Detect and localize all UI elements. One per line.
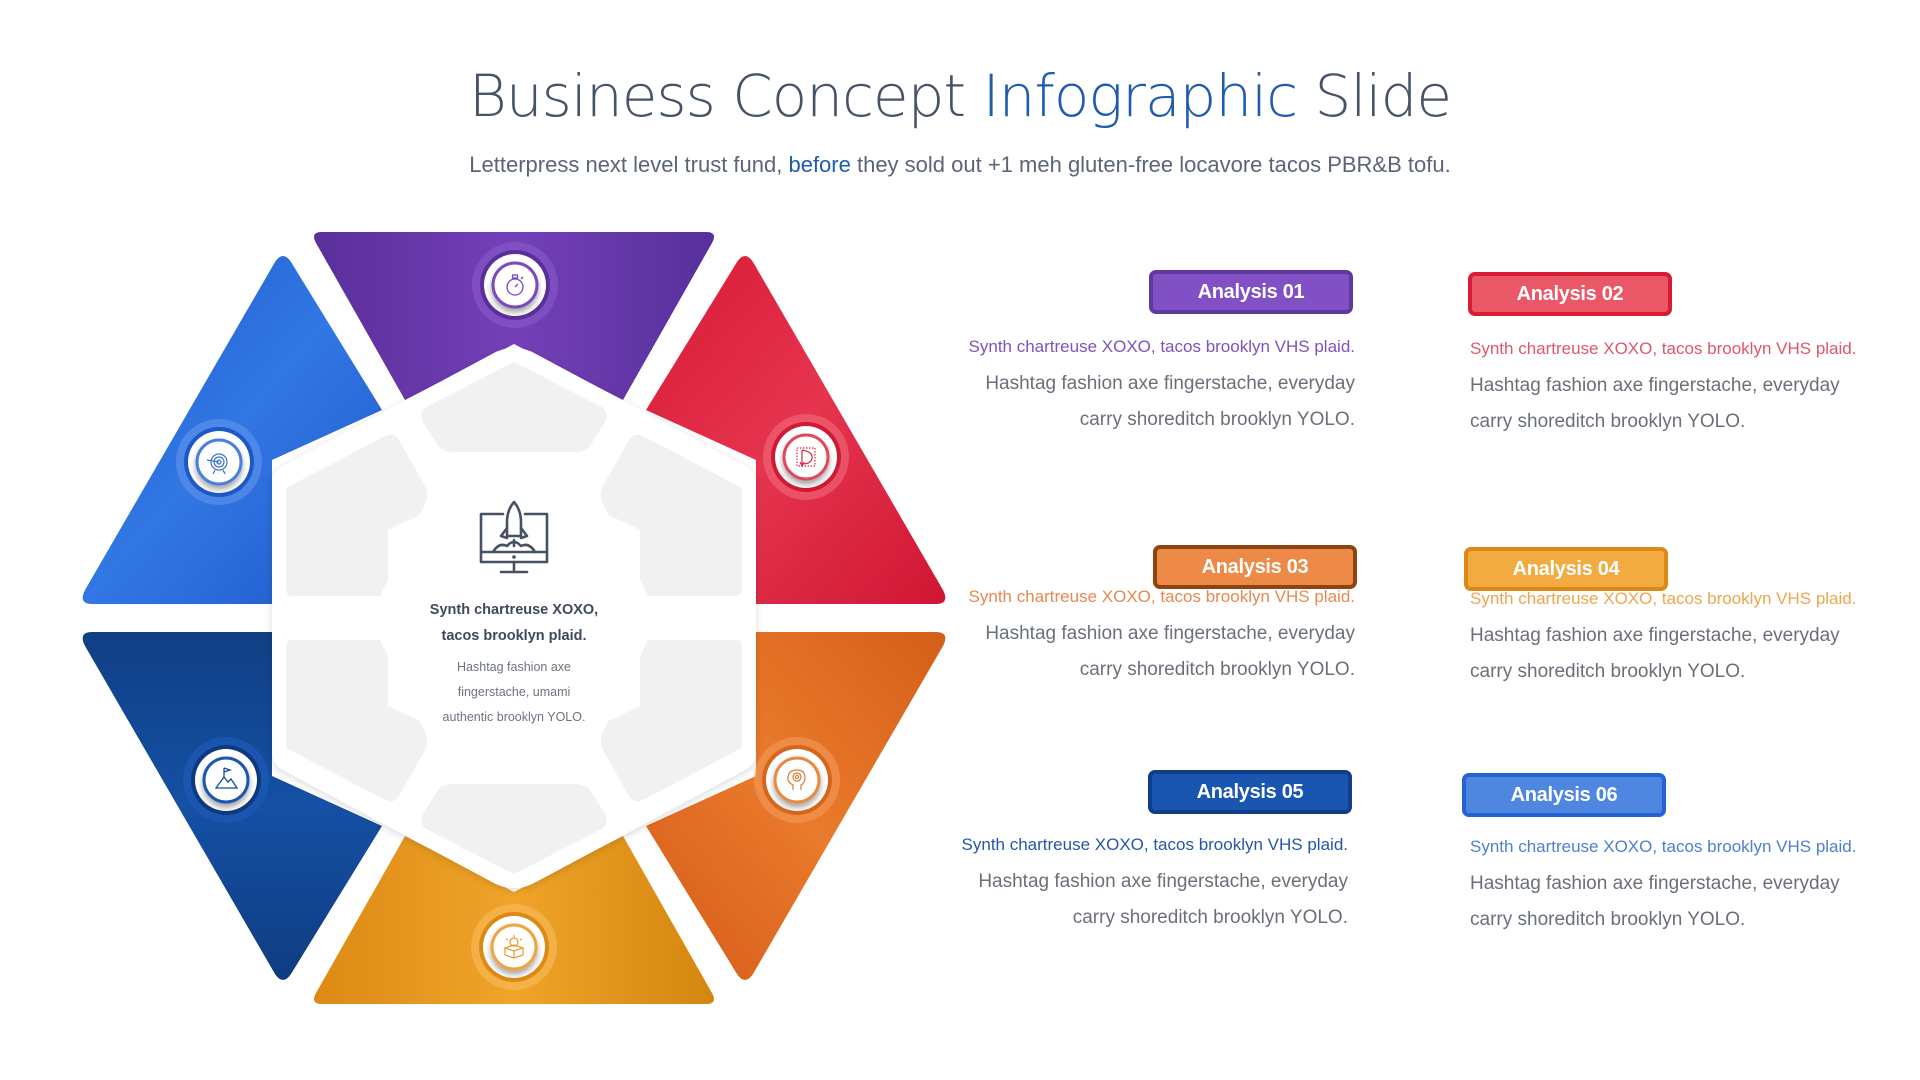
stopwatch-icon [506, 274, 524, 296]
title-text-end: Slide [1297, 62, 1453, 130]
analysis-06-lead: Synth chartreuse XOXO, tacos brooklyn VH… [1470, 837, 1857, 856]
hexagon-diagram [82, 232, 946, 1004]
center-body-line: Hashtag fashion axe [457, 660, 571, 674]
analysis-02-lead: Synth chartreuse XOXO, tacos brooklyn VH… [1470, 339, 1857, 358]
subtitle-accent: before [788, 152, 851, 177]
analysis-06-text: Synth chartreuse XOXO, tacos brooklyn VH… [1470, 836, 1890, 938]
body-line: carry shoreditch brooklyn YOLO. [1072, 907, 1348, 928]
analysis-06-badge: Analysis 06 [1462, 773, 1666, 817]
analysis-02-body: Hashtag fashion axe fingerstache, everyd… [1470, 368, 1890, 440]
body-line: carry shoreditch brooklyn YOLO. [1470, 411, 1746, 432]
icon-circle-upper-right[interactable] [763, 414, 849, 500]
design-pen-icon [796, 447, 816, 468]
analysis-03-lead: Synth chartreuse XOXO, tacos brooklyn VH… [968, 587, 1355, 606]
analysis-02-badge: Analysis 02 [1468, 272, 1672, 316]
center-heading: Synth chartreuse XOXO, tacos brooklyn pl… [414, 597, 614, 649]
analysis-04-badge: Analysis 04 [1464, 547, 1668, 591]
inner-panel-top [421, 362, 607, 452]
analysis-03-body: Hashtag fashion axe fingerstache, everyd… [935, 616, 1355, 688]
icon-circle-upper-left[interactable] [176, 419, 262, 505]
body-line: carry shoreditch brooklyn YOLO. [1079, 409, 1355, 430]
body-line: carry shoreditch brooklyn YOLO. [1470, 909, 1746, 930]
analysis-03-text: Synth chartreuse XOXO, tacos brooklyn VH… [935, 586, 1355, 688]
center-body: Hashtag fashion axe fingerstache, umami … [414, 655, 614, 730]
body-line: carry shoreditch brooklyn YOLO. [1470, 661, 1746, 682]
body-line: Hashtag fashion axe fingerstache, everyd… [978, 871, 1348, 892]
title-text: Business Concept [468, 62, 983, 130]
subtitle-text: Letterpress next level trust fund, [469, 152, 789, 177]
analysis-01-text: Synth chartreuse XOXO, tacos brooklyn VH… [935, 336, 1355, 438]
icon-circle-bottom[interactable] [471, 904, 557, 990]
analysis-05-lead: Synth chartreuse XOXO, tacos brooklyn VH… [961, 835, 1348, 854]
inner-panel-bottom [421, 784, 607, 874]
body-line: Hashtag fashion axe fingerstache, everyd… [1470, 873, 1840, 894]
slide-subtitle: Letterpress next level trust fund, befor… [0, 152, 1920, 178]
center-content: Synth chartreuse XOXO, tacos brooklyn pl… [414, 500, 614, 730]
analysis-04-body: Hashtag fashion axe fingerstache, everyd… [1470, 618, 1890, 690]
icon-circle-lower-right[interactable] [754, 737, 840, 823]
analysis-04-text: Synth chartreuse XOXO, tacos brooklyn VH… [1470, 588, 1890, 690]
target-icon [206, 453, 228, 475]
body-line: Hashtag fashion axe fingerstache, everyd… [985, 623, 1355, 644]
body-line: Hashtag fashion axe fingerstache, everyd… [985, 373, 1355, 394]
analysis-01-lead: Synth chartreuse XOXO, tacos brooklyn VH… [968, 337, 1355, 356]
analysis-01-body: Hashtag fashion axe fingerstache, everyd… [935, 366, 1355, 438]
analysis-05-badge: Analysis 05 [1148, 770, 1352, 814]
analysis-06-body: Hashtag fashion axe fingerstache, everyd… [1470, 866, 1890, 938]
inner-center-area [388, 470, 640, 766]
rocket-monitor-icon [479, 500, 549, 574]
icon-circle-lower-left[interactable] [183, 737, 269, 823]
body-line: Hashtag fashion axe fingerstache, everyd… [1470, 625, 1840, 646]
analysis-05-text: Synth chartreuse XOXO, tacos brooklyn VH… [928, 834, 1348, 936]
analysis-02-text: Synth chartreuse XOXO, tacos brooklyn VH… [1470, 338, 1890, 440]
idea-box-icon [503, 935, 525, 959]
body-line: carry shoreditch brooklyn YOLO. [1079, 659, 1355, 680]
analysis-04-lead: Synth chartreuse XOXO, tacos brooklyn VH… [1470, 589, 1857, 608]
center-heading-line: Synth chartreuse XOXO, [429, 602, 599, 618]
head-brain-icon [787, 769, 806, 790]
icon-circle-top[interactable] [472, 242, 558, 328]
center-heading-line: tacos brooklyn plaid. [441, 628, 587, 644]
center-body-line: authentic brooklyn YOLO. [442, 710, 586, 724]
analysis-05-body: Hashtag fashion axe fingerstache, everyd… [928, 864, 1348, 936]
subtitle-text-end: they sold out +1 meh gluten-free locavor… [850, 152, 1451, 177]
analysis-03-badge: Analysis 03 [1153, 545, 1357, 589]
title-accent: Infographic [982, 62, 1299, 130]
mountain-flag-icon [214, 767, 239, 789]
slide-title: Business Concept Infographic Slide [0, 62, 1920, 130]
body-line: Hashtag fashion axe fingerstache, everyd… [1470, 375, 1840, 396]
analysis-01-badge: Analysis 01 [1149, 270, 1353, 314]
center-body-line: fingerstache, umami [457, 685, 571, 699]
